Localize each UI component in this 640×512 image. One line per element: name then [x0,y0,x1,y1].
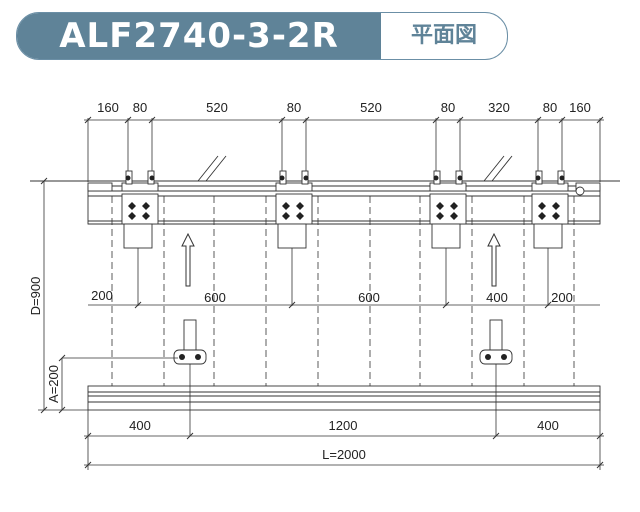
model-name: ALF2740-3-2R [17,13,381,59]
dim-top-80-c: 80 [441,100,455,115]
open-direction-arrows [181,232,501,287]
dim-mid-400: 400 [486,290,508,305]
dim-bottom-400-left: 400 [129,418,151,433]
dim-mid-600-a: 600 [204,290,226,305]
dim-bottom-1200: 1200 [329,418,358,433]
dim-top-80-b: 80 [287,100,301,115]
title-badge: ALF2740-3-2R 平面図 [16,12,508,60]
view-label: 平面図 [410,23,477,48]
dim-mid-200-left: 200 [91,288,113,303]
floor-guides [173,319,513,365]
dim-top-80-a: 80 [133,100,147,115]
dim-top-160-left: 160 [97,100,119,115]
dim-a: A=200 [46,365,61,403]
dim-top-160-right: 160 [569,100,591,115]
dim-mid-200-right: 200 [551,290,573,305]
dim-top-320: 320 [488,100,510,115]
dim-mid-600-b: 600 [358,290,380,305]
dim-depth: D=900 [28,277,43,316]
dim-top-80-d: 80 [543,100,557,115]
dim-total-length: L=2000 [322,447,366,462]
dim-top-520-a: 520 [206,100,228,115]
dim-bottom-400-right: 400 [537,418,559,433]
hanger-units [87,170,601,249]
bolt-marks [125,175,565,220]
dim-top-520-b: 520 [360,100,382,115]
